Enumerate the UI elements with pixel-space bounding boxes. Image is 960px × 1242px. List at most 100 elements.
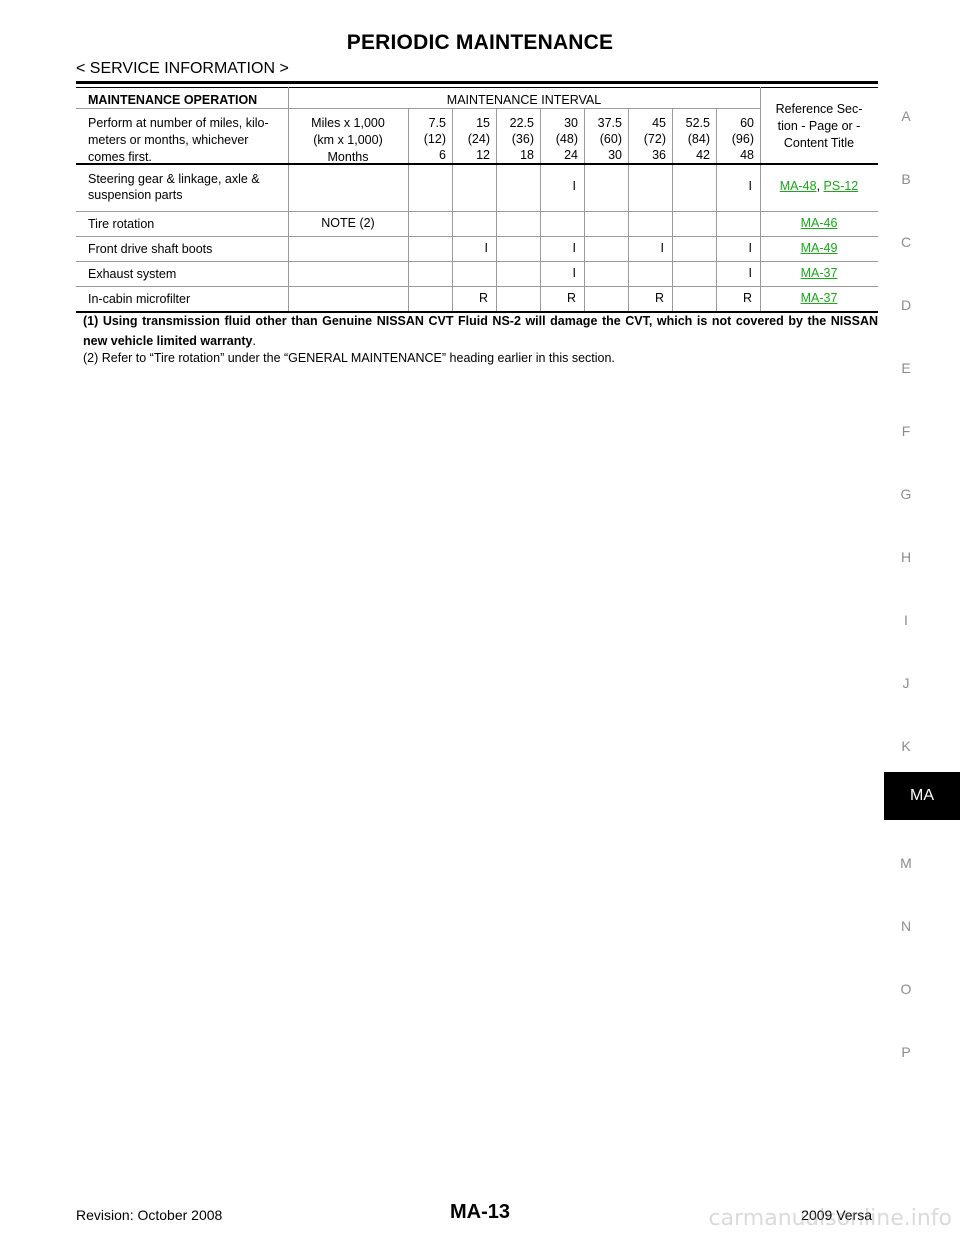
grid-line	[672, 261, 673, 286]
row-reference: MA-48, PS-12	[779, 179, 859, 193]
side-tab-ma[interactable]: MA	[884, 772, 960, 820]
grid-line	[288, 87, 289, 163]
side-index-letter[interactable]: N	[900, 918, 912, 934]
grid-line	[628, 261, 629, 286]
side-index-letter[interactable]: G	[900, 486, 912, 502]
header-units-text: Miles x 1,000(km x 1,000)Months	[311, 116, 385, 164]
row-interval-mark: I	[572, 266, 576, 280]
grid-line	[716, 286, 717, 311]
grid-line	[540, 108, 541, 163]
row-interval-mark: I	[660, 241, 664, 255]
reference-link[interactable]: MA-49	[800, 241, 838, 255]
grid-line	[496, 261, 497, 286]
row-note: NOTE (2)	[321, 216, 375, 230]
grid-line	[584, 211, 585, 236]
table-row: In-cabin microfilter R R R R MA-37	[76, 286, 878, 311]
footer-revision: Revision: October 2008	[76, 1207, 223, 1223]
row-operation: Exhaust system	[88, 267, 177, 281]
side-index-letter[interactable]: M	[900, 855, 912, 871]
interval-column-header: 45(72)36	[643, 116, 666, 162]
page-title: PERIODIC MAINTENANCE	[346, 31, 614, 54]
grid-line	[452, 286, 453, 311]
side-index-letter[interactable]: A	[901, 108, 911, 124]
row-interval-mark: R	[654, 291, 664, 305]
footer-model: 2009 Versa	[801, 1207, 872, 1223]
grid-line	[716, 236, 717, 261]
grid-line	[540, 211, 541, 236]
reference-link[interactable]: MA-37	[800, 266, 838, 280]
side-index-letter[interactable]: B	[901, 171, 911, 187]
page-subtitle: < SERVICE INFORMATION >	[76, 60, 289, 77]
grid-line	[628, 236, 629, 261]
grid-line	[288, 236, 289, 261]
grid-line	[408, 108, 409, 163]
grid-line	[672, 286, 673, 311]
row-interval-mark: I	[748, 241, 752, 255]
reference-link[interactable]: PS-12	[823, 179, 859, 193]
table-bottom-rule	[76, 311, 878, 313]
reference-link[interactable]: MA-48	[779, 179, 817, 193]
grid-line	[408, 261, 409, 286]
row-operation: Tire rotation	[88, 217, 155, 231]
interval-column-header: 22.5(36)18	[509, 116, 534, 162]
grid-line	[408, 211, 409, 236]
grid-line	[452, 165, 453, 211]
row-interval-mark: I	[572, 179, 576, 193]
grid-line	[452, 261, 453, 286]
row-divider	[76, 236, 878, 237]
grid-line	[628, 211, 629, 236]
row-interval-mark: I	[572, 241, 576, 255]
row-divider	[76, 211, 878, 212]
grid-line	[628, 108, 629, 163]
row-divider	[76, 286, 878, 287]
side-index-letter[interactable]: J	[902, 675, 910, 691]
row-operation: Steering gear & linkage, axle &suspensio…	[88, 172, 260, 202]
grid-line	[760, 87, 761, 163]
grid-line	[452, 108, 453, 163]
row-reference: MA-37	[760, 291, 878, 311]
grid-line	[540, 286, 541, 311]
side-index-letter[interactable]: F	[901, 423, 911, 439]
grid-line	[496, 108, 497, 163]
watermark: carmanualsonline.info	[708, 1206, 952, 1231]
row-interval-mark: R	[742, 291, 752, 305]
row-divider	[76, 261, 878, 262]
row-operation: In-cabin microfilter	[88, 292, 191, 306]
grid-line	[584, 261, 585, 286]
grid-line	[760, 211, 761, 236]
grid-line	[540, 165, 541, 211]
note-1: (1) Using transmission fluid other than …	[83, 314, 878, 348]
reference-link[interactable]: MA-46	[800, 216, 838, 230]
side-index-letter[interactable]: H	[900, 549, 912, 565]
side-index-letter[interactable]: E	[901, 360, 911, 376]
side-index-letter[interactable]: O	[900, 981, 912, 997]
interval-column-header: 30(48)24	[555, 116, 578, 162]
interval-column-header: 60(96)48	[731, 116, 754, 162]
grid-line	[760, 261, 761, 286]
row-reference: MA-46	[760, 216, 878, 236]
grid-line	[672, 211, 673, 236]
side-index-letter[interactable]: K	[901, 738, 911, 754]
side-index-letter[interactable]: P	[901, 1044, 911, 1060]
reference-link[interactable]: MA-37	[800, 291, 838, 305]
row-interval-mark: R	[478, 291, 488, 305]
grid-line	[672, 236, 673, 261]
side-index-letter[interactable]: D	[900, 297, 912, 313]
grid-line	[584, 108, 585, 163]
grid-line	[628, 165, 629, 211]
side-index-letter[interactable]: I	[904, 612, 908, 628]
side-index-letter[interactable]: C	[900, 234, 912, 250]
grid-line	[584, 286, 585, 311]
table-top-rule	[76, 87, 878, 88]
grid-line	[716, 261, 717, 286]
grid-line	[288, 286, 289, 311]
grid-line	[760, 165, 761, 211]
grid-line	[584, 165, 585, 211]
grid-line	[628, 286, 629, 311]
row-interval-mark: R	[566, 291, 576, 305]
grid-line	[288, 261, 289, 286]
grid-line	[408, 286, 409, 311]
